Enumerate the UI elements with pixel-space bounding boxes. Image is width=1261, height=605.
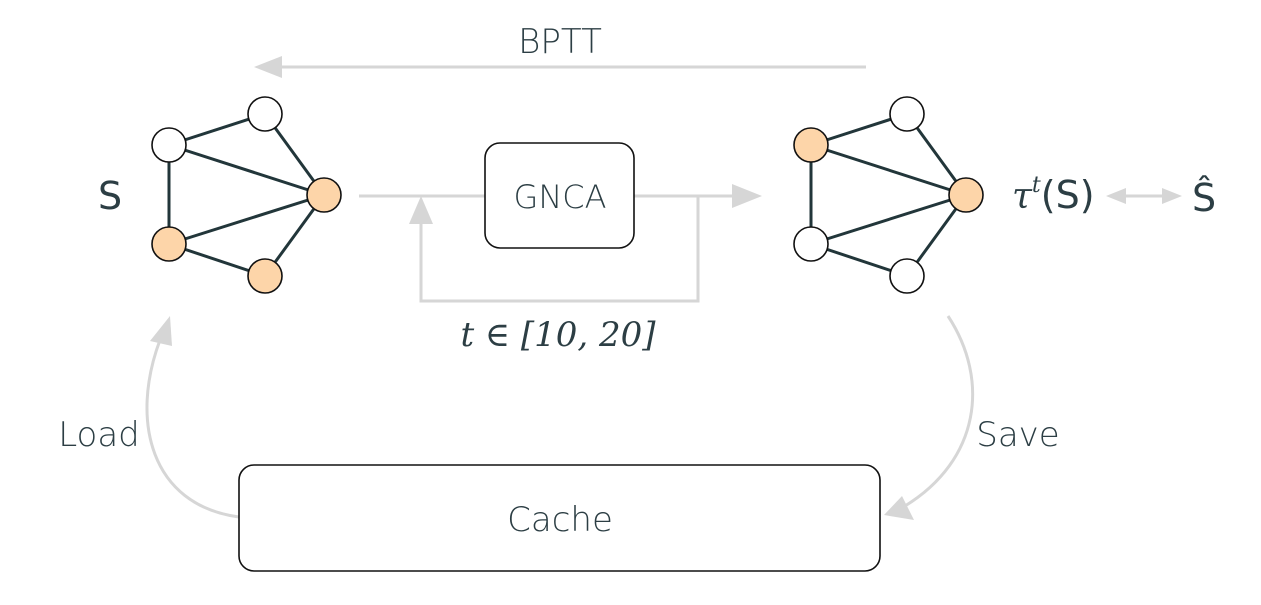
- graph-node-active: [306, 177, 342, 213]
- save-label: Save: [976, 415, 1059, 455]
- input-graph: [151, 96, 342, 294]
- graph-node-active: [247, 258, 283, 294]
- graph-node-active: [151, 226, 187, 262]
- gnca-flow-arrow: [359, 184, 762, 208]
- bptt-arrow: [254, 56, 866, 78]
- load-arrow: [145, 316, 240, 519]
- graph-node-active: [793, 127, 829, 163]
- output-state-label: τt(S): [1012, 173, 1095, 217]
- graph-node-inactive: [247, 96, 283, 132]
- cache-label: Cache: [507, 500, 613, 540]
- graph-node-inactive: [793, 226, 829, 262]
- graph-edge: [810, 143, 967, 197]
- graph-node-inactive: [151, 127, 187, 163]
- graph-edge: [168, 193, 325, 246]
- graph-edge: [810, 193, 967, 246]
- iteration-loop-arrow: [409, 196, 700, 303]
- target-state-label: Ŝ: [1192, 176, 1216, 220]
- graph-node-inactive: [889, 258, 925, 294]
- output-state-arg: (S): [1041, 173, 1095, 217]
- cache-box: Cache: [238, 464, 881, 572]
- graph-node-active: [948, 177, 984, 213]
- iteration-range-label: t ∈ [10, 20]: [460, 315, 656, 355]
- graph-node-inactive: [889, 96, 925, 132]
- tau-superscript: t: [1032, 173, 1041, 198]
- graph-edge: [168, 143, 325, 197]
- tau-symbol: τ: [1012, 176, 1033, 217]
- output-graph: [793, 96, 984, 294]
- gnca-label: GNCA: [514, 178, 607, 216]
- compare-arrow: [1106, 188, 1182, 204]
- bptt-label: BPTT: [518, 22, 602, 62]
- load-label: Load: [58, 415, 140, 455]
- save-arrow: [884, 315, 975, 520]
- gnca-box: GNCA: [484, 142, 635, 249]
- input-state-label: S: [98, 174, 122, 218]
